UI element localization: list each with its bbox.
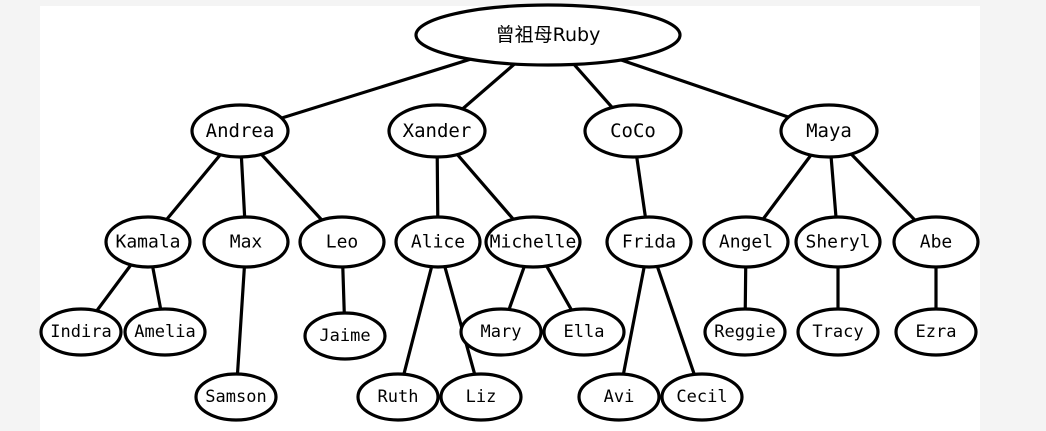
node-angel: Angel [702,215,790,269]
node-ellipse-ruby [414,3,682,67]
node-ellipse-angel [702,215,790,269]
node-ellipse-tracy [796,307,880,357]
node-ellipse-kamala [104,215,192,269]
node-ellipse-xander [387,103,487,159]
node-michelle: Michelle [484,215,582,269]
node-ellipse-liz [439,372,523,422]
node-ellipse-amelia [123,307,207,357]
node-ellipse-leo [298,215,386,269]
node-label-abe: Abe [920,232,953,253]
node-ellipse-samson [194,372,278,422]
node-label-amelia: Amelia [134,322,195,342]
node-alice: Alice [394,215,482,269]
node-ellipse-andrea [190,103,290,159]
node-reggie: Reggie [703,307,787,357]
node-label-ella: Ella [564,322,605,342]
node-max: Max [202,215,290,269]
node-ellipse-abe [892,215,980,269]
node-label-alice: Alice [411,232,465,253]
node-label-xander: Xander [403,120,472,142]
node-ellipse-coco [583,103,683,159]
node-label-sheryl: Sheryl [805,232,870,253]
node-ellipse-maya [779,103,879,159]
node-ellipse-sheryl [794,215,882,269]
node-ella: Ella [542,307,626,357]
node-amelia: Amelia [123,307,207,357]
node-liz: Liz [439,372,523,422]
node-ellipse-ezra [894,307,978,357]
node-leo: Leo [298,215,386,269]
node-label-indira: Indira [50,322,111,342]
node-xander: Xander [387,103,487,159]
node-label-andrea: Andrea [206,120,275,142]
node-ellipse-indira [39,307,123,357]
node-label-coco: CoCo [610,120,656,142]
node-samson: Samson [194,372,278,422]
node-coco: CoCo [583,103,683,159]
node-sheryl: Sheryl [794,215,882,269]
node-cecil: Cecil [660,372,744,422]
node-indira: Indira [39,307,123,357]
node-mary: Mary [459,307,543,357]
node-ellipse-reggie [703,307,787,357]
node-label-ruth: Ruth [378,387,419,407]
node-andrea: Andrea [190,103,290,159]
node-label-ezra: Ezra [916,322,957,342]
node-tracy: Tracy [796,307,880,357]
node-label-angel: Angel [719,232,773,253]
node-ellipse-frida [605,215,693,269]
node-label-reggie: Reggie [714,322,775,342]
node-label-max: Max [230,232,263,253]
node-ellipse-cecil [660,372,744,422]
node-label-michelle: Michelle [490,232,577,253]
node-label-kamala: Kamala [115,232,180,253]
node-ellipse-ruth [356,372,440,422]
node-ruby: 曾祖母Ruby [414,3,682,67]
node-ellipse-michelle [484,215,582,269]
node-avi: Avi [577,372,661,422]
node-label-maya: Maya [806,120,852,142]
node-jaime: Jaime [303,311,387,361]
node-label-tracy: Tracy [812,322,863,342]
node-label-cecil: Cecil [676,387,727,407]
node-abe: Abe [892,215,980,269]
node-label-avi: Avi [604,387,635,407]
node-label-ruby: 曾祖母Ruby [496,24,601,46]
node-label-liz: Liz [466,387,497,407]
node-ruth: Ruth [356,372,440,422]
node-label-samson: Samson [205,387,266,407]
node-ellipse-max [202,215,290,269]
node-frida: Frida [605,215,693,269]
node-label-leo: Leo [326,232,359,253]
node-ellipse-ella [542,307,626,357]
node-ezra: Ezra [894,307,978,357]
node-maya: Maya [779,103,879,159]
node-ellipse-jaime [303,311,387,361]
node-kamala: Kamala [104,215,192,269]
node-ellipse-alice [394,215,482,269]
node-ellipse-avi [577,372,661,422]
node-ellipse-mary [459,307,543,357]
node-label-jaime: Jaime [319,326,370,346]
node-label-mary: Mary [481,322,522,342]
node-label-frida: Frida [622,232,676,253]
